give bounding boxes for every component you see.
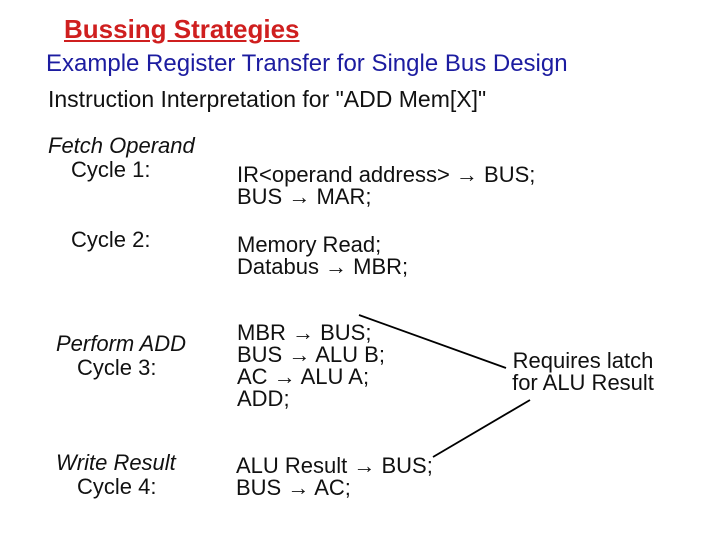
- code-line: BUS → MAR;: [237, 184, 372, 209]
- code-line: BUS → AC;: [236, 475, 351, 500]
- code-line: AC → ALU A;: [237, 364, 370, 389]
- cycle-label-2: Cycle 2:: [71, 227, 151, 252]
- phase-label-perform-add: Perform ADD: [56, 331, 186, 356]
- slide-title: Bussing Strategies: [64, 14, 300, 44]
- code-line: Databus → MBR;: [237, 254, 409, 279]
- code-line: MBR → BUS;: [237, 320, 372, 345]
- code-line: ADD;: [237, 386, 290, 411]
- code-block-cycle2: Memory Read; Databus → MBR;: [237, 234, 408, 278]
- annotation-requires-latch: Requires latch for ALU Result: [495, 350, 671, 394]
- cycle-label-4: Cycle 4:: [77, 474, 157, 499]
- code-block-cycle3: MBR → BUS; BUS → ALU B; AC → ALU A; ADD;: [237, 322, 385, 410]
- slide-subtitle: Example Register Transfer for Single Bus…: [46, 50, 568, 77]
- cycle-label-1: Cycle 1:: [71, 157, 151, 182]
- code-block-cycle4: ALU Result → BUS; BUS → AC;: [236, 455, 433, 499]
- cycle-label-3: Cycle 3:: [77, 355, 157, 380]
- code-block-cycle1: IR<operand address> → BUS; BUS → MAR;: [237, 164, 535, 208]
- code-line: ALU Result → BUS;: [236, 453, 433, 478]
- code-line: Memory Read;: [237, 232, 382, 257]
- phase-label-fetch-operand: Fetch Operand: [48, 133, 195, 158]
- annotation-line: Requires latch: [512, 348, 654, 373]
- slide-instruction: Instruction Interpretation for "ADD Mem[…: [48, 86, 487, 112]
- code-line: BUS → ALU B;: [237, 342, 385, 367]
- code-line: IR<operand address> → BUS;: [237, 162, 536, 187]
- annotation-line: for ALU Result: [512, 370, 654, 395]
- phase-label-write-result: Write Result: [56, 450, 176, 475]
- callout-line-cycle4: [432, 399, 531, 458]
